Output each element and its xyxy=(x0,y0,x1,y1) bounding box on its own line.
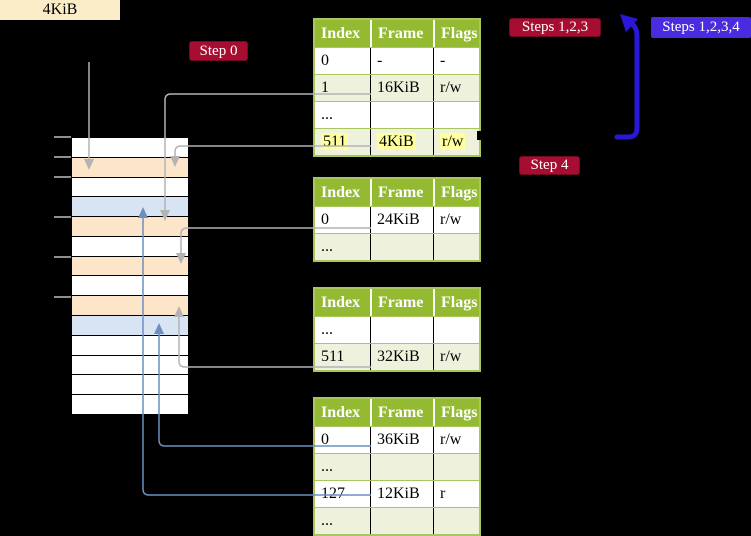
memory-frame-row-white xyxy=(72,236,188,257)
memory-frame-row-peach xyxy=(72,157,188,178)
memory-frame-row-white xyxy=(72,335,188,356)
memory-tick xyxy=(54,176,71,178)
table-row: ... xyxy=(315,233,479,260)
steps-123-badge: Steps 1,2,3 xyxy=(509,18,601,37)
memory-tick xyxy=(54,156,71,158)
table-cell xyxy=(433,102,479,128)
table-cell xyxy=(433,317,479,343)
table-cell: r/w xyxy=(433,344,479,370)
step0-badge: Step 0 xyxy=(189,41,248,61)
table-cell: ... xyxy=(321,321,333,338)
table-row: ... xyxy=(315,507,479,534)
table-cell xyxy=(370,317,433,343)
table-cell: r/w xyxy=(433,207,479,233)
memory-frame-row-blue xyxy=(72,316,188,336)
table-cell: 127 xyxy=(321,485,345,502)
table-cell: 32KiB xyxy=(370,344,433,370)
column-header-flags: Flags xyxy=(433,179,479,206)
memory-frame-row-white xyxy=(72,276,188,297)
table-cell: ... xyxy=(321,512,333,529)
memory-frame-row-peach xyxy=(72,296,188,317)
memory-frame-row-peach xyxy=(72,217,188,237)
table-cell: r/w xyxy=(433,75,479,101)
memory-frame-row-white xyxy=(72,177,188,198)
table-cell: 511 xyxy=(321,348,345,365)
steps-1234-badge: Steps 1,2,3,4 xyxy=(651,17,751,38)
table-cell: 0 xyxy=(321,211,329,228)
memory-frame-row-white xyxy=(72,355,188,376)
table-cell: r xyxy=(433,481,479,507)
table-cell: 36KiB xyxy=(370,427,433,453)
physical-memory-strip xyxy=(71,137,189,415)
table-cell: 24KiB xyxy=(370,207,433,233)
column-header-index: Index xyxy=(321,294,361,311)
table-cell xyxy=(370,508,433,534)
memory-tick xyxy=(54,256,71,258)
table-cell: r/w xyxy=(433,129,479,155)
table-cell: 511 xyxy=(321,133,349,150)
table-cell: 16KiB xyxy=(370,75,433,101)
table-cell xyxy=(433,454,479,480)
table-cell xyxy=(370,234,433,260)
memory-frame-row-white xyxy=(72,375,188,396)
table-cell: ... xyxy=(321,238,333,255)
table-row: 0 -- xyxy=(315,47,479,74)
memory-frame-row-blue xyxy=(72,197,188,218)
table-cell: ... xyxy=(321,106,333,123)
table-cell: ... xyxy=(321,458,333,475)
column-header-frame: Frame xyxy=(370,289,433,316)
memory-frame-row-white xyxy=(72,395,188,414)
table-cell: 4KiB xyxy=(370,129,433,155)
table-row: ... xyxy=(315,316,479,343)
table-cell: r/w xyxy=(433,427,479,453)
memory-tick xyxy=(54,136,71,138)
table-cell xyxy=(370,102,433,128)
memory-frame-row-white xyxy=(72,138,188,158)
table-cell: 0 xyxy=(321,431,329,448)
column-header-flags: Flags xyxy=(433,20,479,47)
column-header-index: Index xyxy=(321,25,361,42)
table-cell xyxy=(370,454,433,480)
table-cell: 0 xyxy=(321,52,329,69)
table-cell: 1 xyxy=(321,79,329,96)
loop-back-arrow xyxy=(614,14,640,140)
column-header-index: Index xyxy=(321,404,361,421)
column-header-frame: Frame xyxy=(370,20,433,47)
table-row: ... xyxy=(315,101,479,128)
column-header-frame: Frame xyxy=(370,179,433,206)
column-header-flags: Flags xyxy=(433,289,479,316)
table-cell xyxy=(433,234,479,260)
memory-tick xyxy=(54,296,71,298)
memory-tick xyxy=(54,216,71,218)
table-cell xyxy=(433,508,479,534)
table-cell: 12KiB xyxy=(370,481,433,507)
table-cell: - xyxy=(433,48,479,74)
column-header-flags: Flags xyxy=(433,399,479,426)
memory-frame-row-peach xyxy=(72,256,188,277)
table-row: ... xyxy=(315,453,479,480)
table-cell: - xyxy=(370,48,433,74)
column-header-index: Index xyxy=(321,184,361,201)
column-header-frame: Frame xyxy=(370,399,433,426)
frame-size-label: 4KiB xyxy=(0,0,120,20)
step4-badge: Step 4 xyxy=(519,156,580,175)
